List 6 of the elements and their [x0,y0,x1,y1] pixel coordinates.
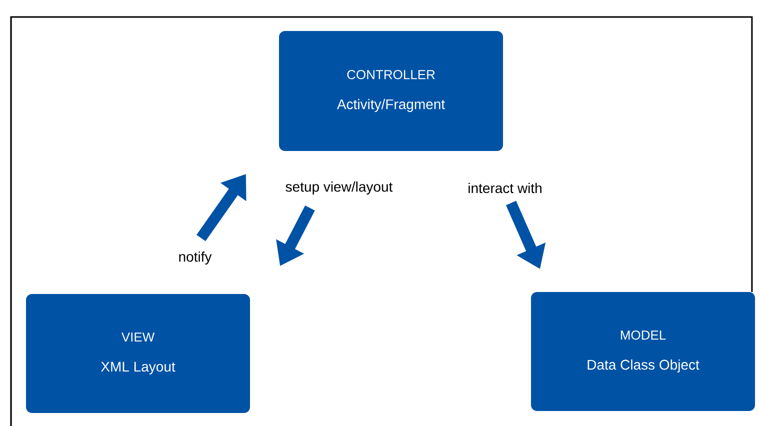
edge-label: interact with [466,182,544,194]
edge-label: notify [177,250,213,266]
process-box: CONTROLLER Activity/Fragment [279,31,503,151]
edge-label: setup view/layout [284,180,394,196]
process-box: MODEL Data Class Object [531,292,755,411]
process-box: VIEW XML Layout [26,294,250,413]
